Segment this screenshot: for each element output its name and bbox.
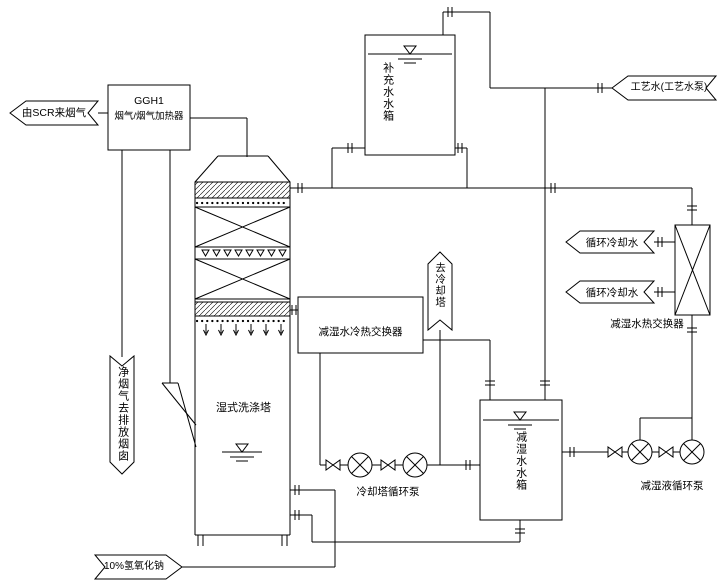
flag-scr-inlet-label: 由SCR来烟气 <box>21 107 87 119</box>
pump-icon <box>627 439 653 465</box>
flag-to-cooling-tower <box>427 251 453 332</box>
ggh-box <box>107 84 191 151</box>
flag-scr-inlet <box>9 100 100 126</box>
flag-process-water-label: 工艺水(工艺水泵) <box>630 82 708 93</box>
flag-naoh-label: 10%氢氧化钠 <box>103 561 164 572</box>
ggh-title: GGH1 <box>134 95 164 107</box>
packing-x-section-icon <box>194 206 291 300</box>
water-level-icon <box>222 443 262 462</box>
right-hx-label: 减湿水热交换器 <box>610 318 684 330</box>
flag-cooling-water-supply-label: 循环冷却水 <box>585 237 639 249</box>
valve-icon <box>658 446 674 458</box>
ggh-subtitle: 烟气/烟气加热器 <box>114 111 184 122</box>
cooling-tower-pumps-label: 冷却塔循环泵 <box>356 486 420 498</box>
water-level-icon <box>368 45 452 64</box>
flag-clean-gas-stack <box>109 354 135 475</box>
valve-icon <box>607 446 623 458</box>
flag-clean-gas-stack-label: 净烟气去排放烟囱 <box>116 366 129 462</box>
tower-shell <box>194 155 291 536</box>
flag-cooling-water-return-label: 循环冷却水 <box>585 287 639 299</box>
right-heat-exchanger <box>674 224 711 316</box>
makeup-water-tank <box>364 34 456 156</box>
wet-scrubber-label: 湿式洗涤塔 <box>216 402 271 414</box>
dehumid-water-tank <box>479 399 563 521</box>
valve-icon <box>380 459 396 471</box>
dehumid-tank-label: 减湿水水箱 <box>514 431 527 491</box>
pump-icon <box>347 452 373 478</box>
dehumid-pumps-label: 减湿液循环泵 <box>640 480 704 492</box>
spray-nozzles-icon <box>201 249 287 257</box>
flag-to-cooling-tower-label: 去冷却塔 <box>434 262 447 308</box>
flag-cooling-water-return <box>565 280 656 304</box>
piping-lines <box>98 11 693 568</box>
mid-hx-label: 减湿水冷热交换器 <box>318 326 403 338</box>
spray-arrows-icon <box>203 324 284 337</box>
flag-process-water <box>611 75 718 101</box>
pump-icon <box>679 439 705 465</box>
flag-cooling-water-supply <box>565 230 656 254</box>
valve-icon <box>325 459 341 471</box>
scrubber-tower <box>194 155 291 536</box>
makeup-tank-label: 补充水水箱 <box>381 62 394 122</box>
demister-pad-icon <box>194 181 291 323</box>
flag-naoh-feed <box>93 554 183 580</box>
water-level-icon <box>483 411 559 430</box>
pump-icon <box>402 452 428 478</box>
mid-heat-exchanger <box>297 296 424 354</box>
